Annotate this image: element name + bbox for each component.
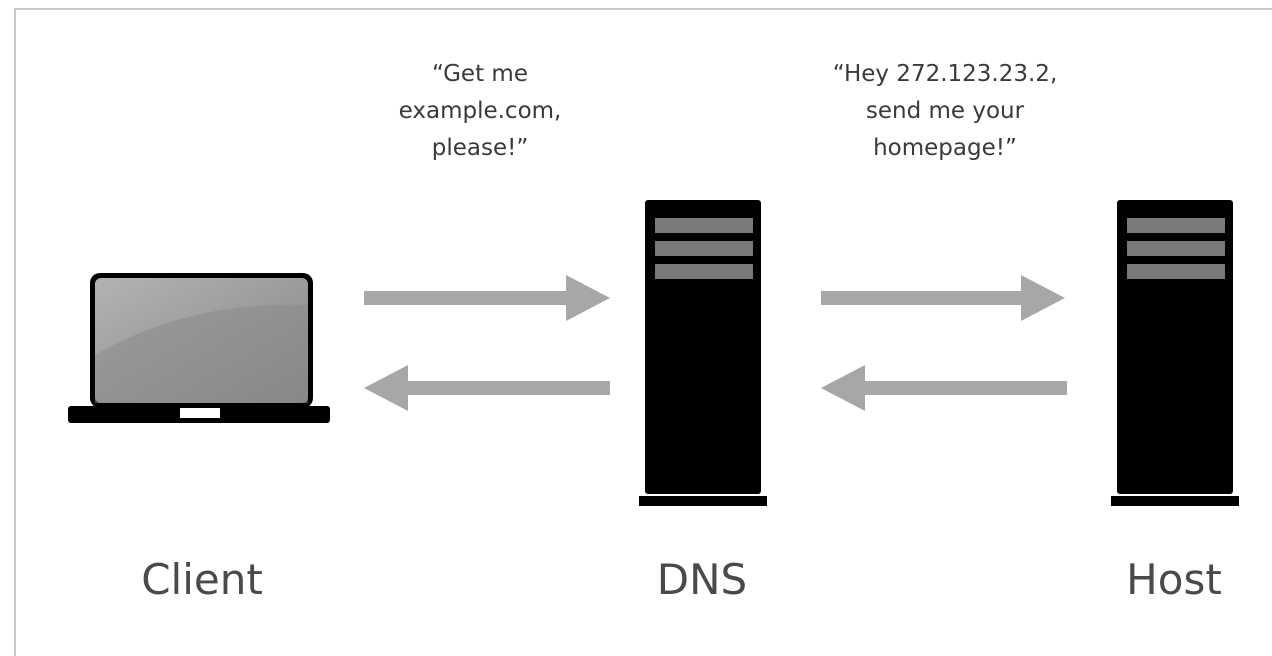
dns-server-slot-1 xyxy=(655,218,753,233)
dns-server-slot-3 xyxy=(655,264,753,279)
host-server-slot-2 xyxy=(1127,241,1225,256)
host-server-slot-3 xyxy=(1127,264,1225,279)
dns-server-icon xyxy=(639,200,767,506)
dns-request-quote: “Hey 272.123.23.2, send me your homepage… xyxy=(832,61,1058,161)
arrow-client-to-dns xyxy=(364,275,610,321)
arrow-dns-to-client xyxy=(364,365,610,411)
client-label: Client xyxy=(141,555,263,604)
host-server-icon xyxy=(1111,200,1239,506)
host-server-base xyxy=(1111,496,1239,506)
client-request-quote: “Get me example.com, please!” xyxy=(398,61,562,161)
host-label: Host xyxy=(1126,555,1222,604)
dns-label: DNS xyxy=(656,555,748,604)
laptop-icon xyxy=(68,273,330,423)
dns-server-base xyxy=(639,496,767,506)
arrow-host-to-dns xyxy=(821,365,1067,411)
arrow-dns-to-host xyxy=(821,275,1065,321)
dns-server-slot-2 xyxy=(655,241,753,256)
host-server-slot-1 xyxy=(1127,218,1225,233)
